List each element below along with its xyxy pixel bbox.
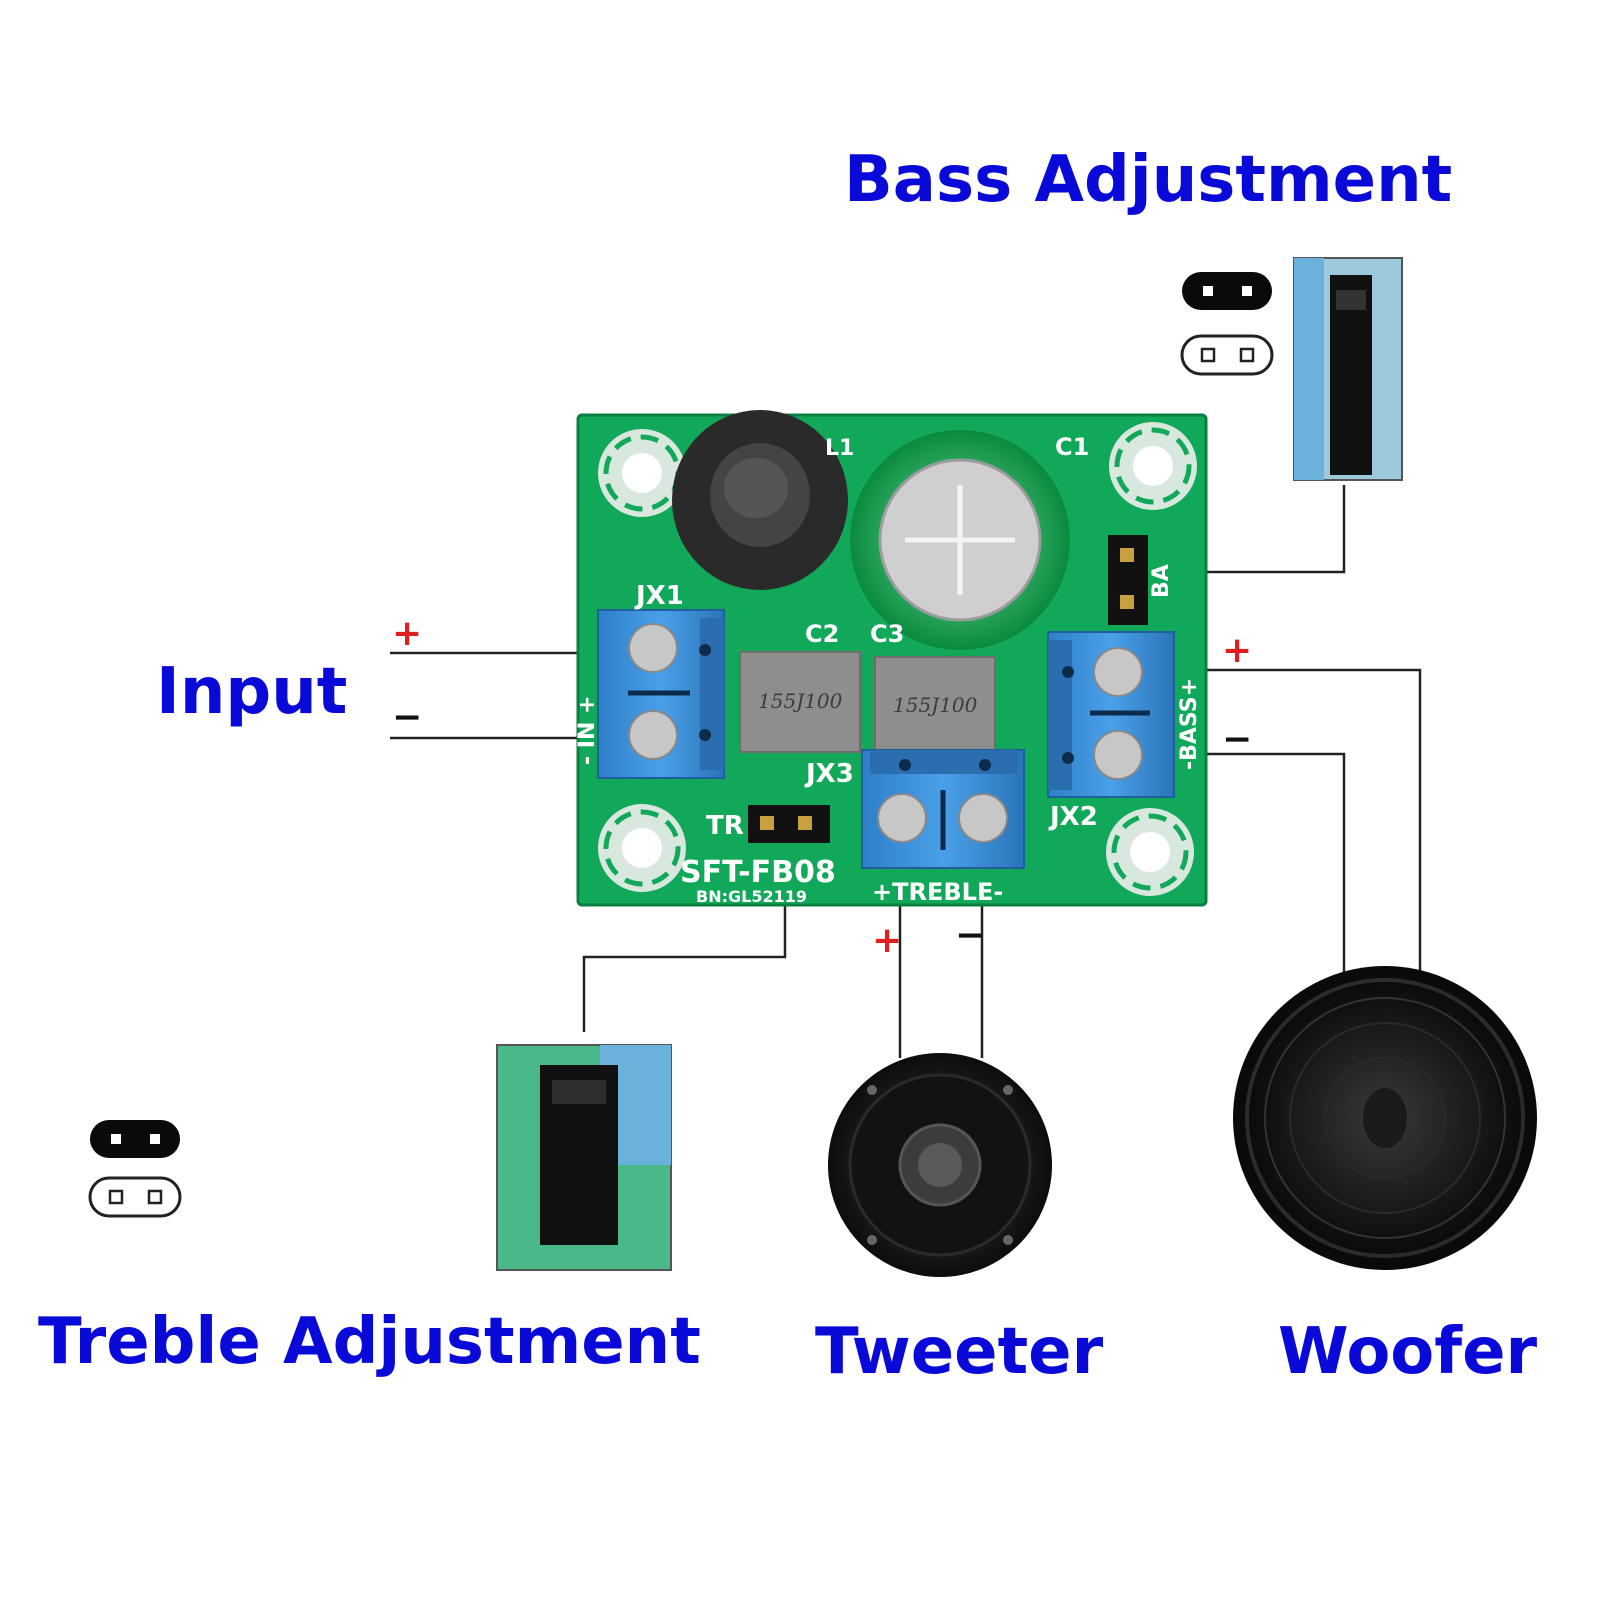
treble-adjustment-label: Treble Adjustment bbox=[38, 1305, 701, 1379]
mounting-holes bbox=[598, 422, 1197, 896]
treble-jumper-photo bbox=[496, 1044, 672, 1271]
pcb-c1-label: C1 bbox=[1055, 433, 1089, 461]
pcb-batch-label: BN:GL52119 bbox=[696, 887, 807, 906]
jumper-closed-icon bbox=[90, 1120, 180, 1158]
terminal-jx3 bbox=[861, 749, 1025, 869]
capacitor-c1 bbox=[850, 430, 1070, 650]
jumper-open-icon bbox=[1180, 334, 1274, 376]
pcb-input-label: - IN + bbox=[575, 696, 600, 765]
input-plus-sign: + bbox=[392, 613, 423, 654]
pcb-l1-label: L1 bbox=[825, 436, 854, 461]
woofer-minus-wire bbox=[1190, 752, 1346, 972]
crossover-pcb: JX1 JX2 JX3 C1 C2 C3 L1 TR BA SFT-FB08 B… bbox=[575, 410, 1208, 907]
input-label: Input bbox=[156, 655, 348, 729]
pcb-treble-label: +TREBLE- bbox=[872, 878, 1003, 906]
pcb-c2-label: C2 bbox=[805, 620, 839, 648]
mounting-hole bbox=[1106, 808, 1194, 896]
pcb-bass-label: -BASS+ bbox=[1177, 678, 1202, 770]
tweeter-minus-sign: − bbox=[955, 915, 986, 956]
pcb-tr-label: TR bbox=[706, 811, 744, 841]
mounting-hole bbox=[598, 429, 686, 517]
terminal-jx1 bbox=[597, 609, 725, 779]
bass-jumper-photo bbox=[1293, 257, 1403, 481]
pcb-model-label: SFT-FB08 bbox=[680, 855, 836, 890]
woofer-plus-sign: + bbox=[1222, 630, 1253, 671]
bass-jumper-wire bbox=[1148, 485, 1346, 574]
inductor-l1 bbox=[672, 410, 848, 590]
woofer-speaker bbox=[1233, 966, 1537, 1270]
treble-jumper-header bbox=[748, 805, 830, 843]
c3-value-label: 155J100 bbox=[893, 693, 978, 717]
jumper-open-icon bbox=[88, 1176, 182, 1218]
woofer-plus-wire bbox=[1190, 668, 1422, 972]
pcb-ba-label: BA bbox=[1149, 564, 1174, 598]
c2-value-label: 155J100 bbox=[758, 689, 843, 713]
mounting-hole bbox=[1109, 422, 1197, 510]
pcb-jx2-label: JX2 bbox=[1048, 802, 1098, 832]
capacitor-c3 bbox=[874, 656, 996, 753]
pcb-c3-label: C3 bbox=[870, 620, 904, 648]
bass-adjustment-label: Bass Adjustment bbox=[844, 143, 1453, 217]
terminal-jx2 bbox=[1047, 631, 1175, 798]
mounting-hole bbox=[598, 804, 686, 892]
capacitor-c2 bbox=[739, 651, 861, 753]
tweeter-plus-sign: + bbox=[872, 920, 903, 961]
jumper-closed-icon bbox=[1182, 272, 1272, 310]
input-minus-sign: − bbox=[392, 697, 423, 738]
bass-jumper-header bbox=[1108, 535, 1148, 625]
tweeter-speaker bbox=[828, 1053, 1052, 1277]
pcb-jx3-label: JX3 bbox=[804, 759, 854, 789]
woofer-label: Woofer bbox=[1278, 1315, 1538, 1389]
tweeter-label: Tweeter bbox=[815, 1315, 1104, 1389]
pcb-jx1-label: JX1 bbox=[634, 581, 684, 611]
woofer-minus-sign: − bbox=[1222, 719, 1253, 760]
